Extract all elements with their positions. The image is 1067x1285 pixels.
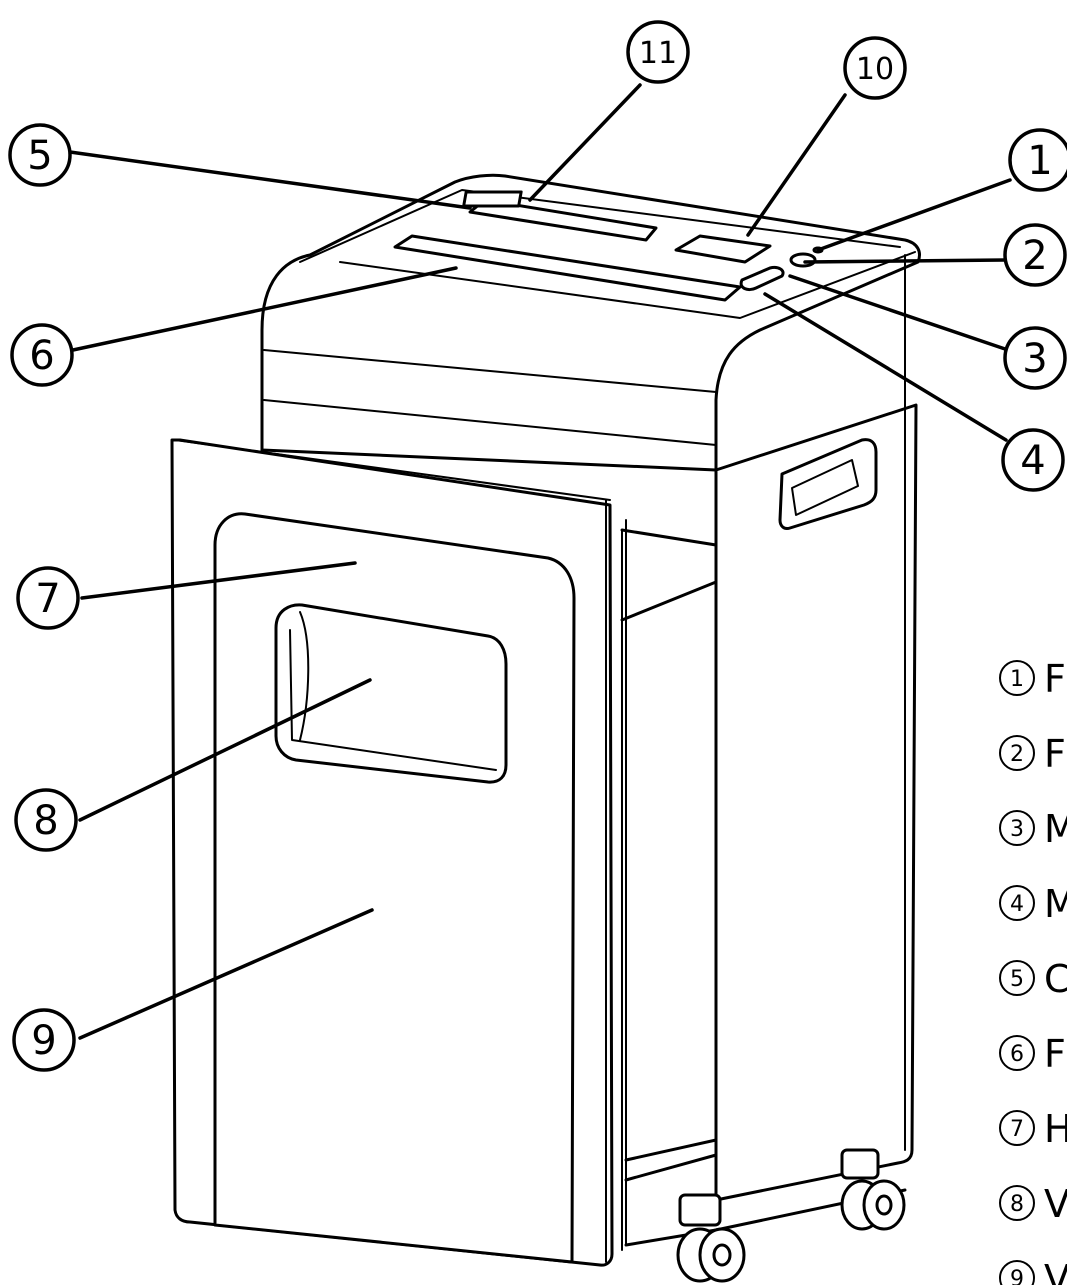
- legend-label: M: [1044, 882, 1067, 926]
- legend-label: C: [1044, 957, 1067, 1001]
- mode-button: [739, 266, 785, 292]
- legend-circle: [999, 660, 1035, 696]
- legend-circle: [999, 1185, 1035, 1221]
- legend-number: 6: [1010, 1042, 1024, 1067]
- callout-number: 10: [856, 52, 894, 87]
- legend-label: V: [1044, 1182, 1067, 1226]
- callout-1: 1: [1008, 128, 1067, 192]
- legend-label: F: [1044, 657, 1066, 701]
- callout-number: 3: [1022, 336, 1047, 382]
- callout-number: 9: [31, 1018, 56, 1064]
- callout-circle: [12, 1008, 76, 1072]
- callout-circle: [1003, 223, 1067, 287]
- callout-circle: [14, 788, 78, 852]
- callout-4: 4: [1001, 428, 1065, 492]
- paper-slot: [393, 234, 742, 302]
- legend-number: 8: [1010, 1192, 1024, 1217]
- legend-number: 2: [1010, 742, 1024, 767]
- caster-rear: [840, 1148, 906, 1231]
- callout-number: 5: [27, 133, 52, 179]
- callout-5: 5: [8, 123, 72, 187]
- callout-10: 10: [843, 36, 907, 100]
- legend-circle: [999, 960, 1035, 996]
- callout-7: 7: [16, 566, 80, 630]
- legend-label: M: [1044, 807, 1067, 851]
- callout-8: 8: [14, 788, 78, 852]
- legend-number: 7: [1010, 1117, 1024, 1142]
- callout-number: 8: [33, 798, 58, 844]
- callout-circle: [8, 123, 72, 187]
- callout-number: 4: [1020, 438, 1045, 484]
- callout-number: 1: [1027, 138, 1052, 184]
- slot-cover: [462, 190, 523, 208]
- callout-9: 9: [12, 1008, 76, 1072]
- callout-circle: [626, 20, 690, 84]
- legend-circle: [999, 1110, 1035, 1146]
- lid-details: [393, 190, 824, 302]
- callout-number: 7: [35, 576, 60, 622]
- legend-circle: [999, 735, 1035, 771]
- callout-11: 11: [626, 20, 690, 84]
- callout-circles: 1 2 3 4 5 6 7 8 9 10 11: [8, 20, 1067, 1072]
- legend-circle: [999, 885, 1035, 921]
- casters: [676, 1148, 906, 1283]
- callout-number: 6: [29, 333, 54, 379]
- callout-number: 11: [639, 36, 677, 71]
- legend-label: F: [1044, 1032, 1066, 1076]
- callout-circle: [1003, 326, 1067, 390]
- callout-2: 2: [1003, 223, 1067, 287]
- leader-lines: [68, 83, 1012, 1040]
- legend-label: H: [1044, 1107, 1067, 1151]
- callout-circle: [843, 36, 907, 100]
- callout-circle: [10, 323, 74, 387]
- legend-circle: [999, 1035, 1035, 1071]
- power-button: [789, 252, 817, 268]
- caster-front: [676, 1193, 746, 1283]
- callout-circle: [1001, 428, 1065, 492]
- view-window: [274, 603, 508, 784]
- callout-circle: [16, 566, 80, 630]
- lid-window: [674, 234, 772, 264]
- legend-label: V: [1044, 1257, 1067, 1285]
- callout-6: 6: [10, 323, 74, 387]
- legend-circle: [999, 810, 1035, 846]
- callout-3: 3: [1003, 326, 1067, 390]
- callout-circle: [1008, 128, 1067, 192]
- callout-number: 2: [1022, 233, 1047, 279]
- legend-number: 1: [1010, 667, 1024, 692]
- legend-number: 3: [1010, 817, 1024, 842]
- legend-number: 9: [1010, 1267, 1024, 1285]
- legend-number: 4: [1010, 892, 1024, 917]
- front-bin: [170, 438, 623, 1267]
- legend-number: 5: [1010, 967, 1024, 992]
- legend-circle: [999, 1260, 1035, 1285]
- legend-label: F: [1044, 732, 1066, 776]
